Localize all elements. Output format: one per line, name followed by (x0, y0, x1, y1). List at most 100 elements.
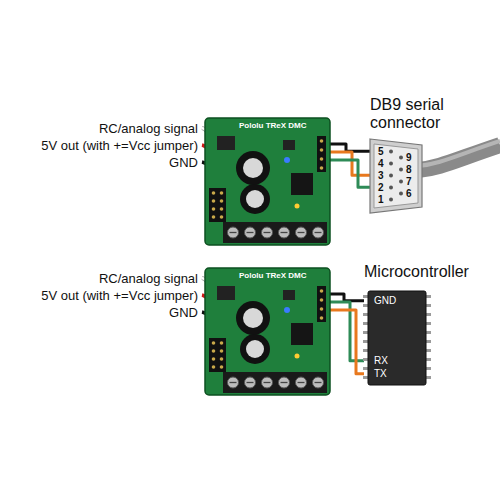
screw-slot (247, 232, 254, 233)
terminal-screw (296, 377, 307, 388)
terminal-screw (313, 227, 324, 238)
serial-cable (418, 145, 500, 170)
pcb (205, 268, 330, 395)
screw-slot (264, 382, 271, 383)
microcontroller-chip: MicrocontrollerGND RX TX (364, 262, 484, 385)
db9-shell-inner (374, 144, 418, 208)
db9-connector: DB9 serial connector 543219876 (370, 96, 466, 213)
screw-slot (264, 232, 271, 233)
pin-hole (389, 149, 393, 153)
capacitor-top (243, 158, 263, 178)
chip-body: GND RX TX (368, 291, 426, 385)
header-pin (320, 157, 324, 161)
header-pin (212, 349, 216, 353)
ground-label: GND (169, 155, 198, 170)
pin-number: 4 (378, 158, 384, 169)
ground-label: GND (169, 305, 198, 320)
chip (217, 286, 235, 300)
terminal-screw (313, 377, 324, 388)
regulator (291, 323, 313, 345)
led (295, 354, 300, 359)
power-label: 5V out (with +=Vcc jumper) (41, 288, 198, 303)
capacitor (236, 151, 270, 185)
header-pin (212, 341, 216, 345)
header-pin (220, 191, 224, 195)
signal-label: RC/analog signal (99, 121, 198, 136)
header-pin (220, 357, 224, 361)
board-name: Pololu TReX DMC (239, 271, 307, 280)
header-pin (220, 365, 224, 369)
pin-hole (389, 197, 393, 201)
capacitor (236, 301, 270, 335)
header-pin (320, 298, 324, 302)
terminal-screw (262, 227, 273, 238)
header-pin (320, 307, 324, 311)
chip-package (368, 291, 426, 385)
screw-slot (315, 382, 322, 383)
screw-slot (298, 232, 305, 233)
serial-wire (330, 310, 364, 374)
terminal-screw (228, 377, 239, 388)
led (295, 204, 300, 209)
chip (217, 136, 235, 150)
pin-number: 8 (406, 164, 412, 175)
screw-slot (298, 382, 305, 383)
screw-slot (247, 382, 254, 383)
screw-slot (281, 382, 288, 383)
motor-controller-board: Pololu TReX DMC (205, 118, 330, 245)
serial-wire (330, 152, 370, 175)
led (284, 307, 290, 313)
header-pin (212, 357, 216, 361)
header-pin (220, 215, 224, 219)
header-pin (320, 316, 324, 320)
screw-slot (230, 232, 237, 233)
signal-label: RC/analog signal (99, 271, 198, 286)
pin-name: GND (374, 295, 396, 306)
terminal-screw (279, 227, 290, 238)
chip (283, 290, 295, 300)
header-pin (212, 191, 216, 195)
pin-number: 1 (378, 194, 384, 205)
header-pin (212, 215, 216, 219)
header (317, 286, 326, 322)
header-pin (320, 289, 324, 293)
pin-hole (399, 179, 403, 183)
header-pin (320, 166, 324, 170)
pin-hole (399, 191, 403, 195)
terminal-screw (245, 377, 256, 388)
serial-wire (330, 144, 370, 151)
header (209, 188, 226, 222)
chip-heading: Microcontroller (364, 262, 484, 281)
pin-number: 6 (406, 188, 412, 199)
serial-wire (330, 160, 370, 187)
pin-hole (399, 167, 403, 171)
screw-slot (230, 382, 237, 383)
connector-heading: DB9 serial connector (370, 96, 466, 133)
header-pin (320, 148, 324, 152)
board-illustration (205, 118, 330, 245)
terminal-screw (279, 377, 290, 388)
pin-name: TX (374, 368, 387, 379)
pin-hole (389, 185, 393, 189)
terminal-screw (262, 377, 273, 388)
header-pin (320, 139, 324, 143)
led (284, 157, 290, 163)
pin-number: 7 (406, 176, 412, 187)
power-label: 5V out (with +=Vcc jumper) (41, 138, 198, 153)
header-pin (220, 349, 224, 353)
db9-shell-outer (370, 139, 422, 213)
header (209, 338, 226, 372)
regulator (291, 173, 313, 195)
db9-shell: 543219876 (370, 139, 422, 213)
pin-hole (389, 173, 393, 177)
pin-name: RX (374, 355, 388, 366)
header-pin (212, 199, 216, 203)
pin-number: 5 (378, 146, 384, 157)
capacitor-top (243, 308, 263, 328)
capacitor-top (246, 190, 264, 208)
terminal-screw (228, 227, 239, 238)
header (317, 136, 326, 172)
